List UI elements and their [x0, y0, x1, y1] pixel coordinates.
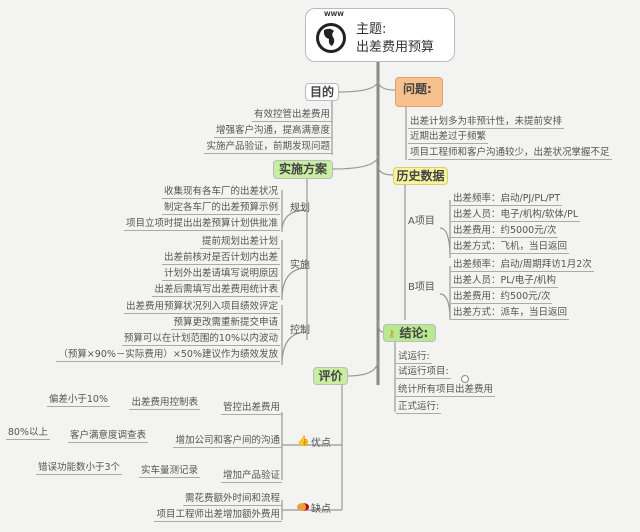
project-label[interactable]: A项目: [408, 216, 435, 227]
conclusion-item[interactable]: 统计所有项目出差费用: [396, 384, 496, 397]
pros-tool[interactable]: 实车量测记录: [138, 465, 200, 478]
history-item[interactable]: 出差费用：约5000元/次: [451, 225, 559, 238]
expand-icon[interactable]: [461, 375, 469, 383]
plan-item[interactable]: 出差前核对是否计划内出差: [161, 252, 280, 265]
pros-item[interactable]: 管控出差费用: [220, 402, 282, 415]
pros-target[interactable]: 80%以上: [5, 427, 50, 440]
globe-icon: [316, 23, 346, 53]
history-item[interactable]: 出差人员：PL/电子/机构: [451, 275, 558, 288]
plan-item[interactable]: 项目立项时提出出差预算计划供批准: [123, 218, 280, 231]
history-item[interactable]: 出差频率：启动/PJ/PL/PT: [451, 193, 563, 206]
key-icon: ⚷: [388, 329, 396, 340]
plan-item[interactable]: 预算可以在计划范围的10%以内波动: [121, 333, 280, 346]
pros-item[interactable]: 增加公司和客户间的沟通: [173, 435, 282, 448]
problems-label: 问题:: [403, 82, 432, 96]
problem-item[interactable]: 出差计划多为非预计性，未提前安排: [408, 116, 565, 129]
pros-item[interactable]: 增加产品验证: [220, 470, 282, 483]
central-logo-text: WWW: [324, 11, 344, 18]
purpose-node[interactable]: 目的: [305, 83, 339, 101]
thumbs-up-icon: 👍: [297, 436, 310, 447]
plan-item[interactable]: 计划外出差请填写说明原因: [161, 268, 280, 281]
plan-item[interactable]: 提前规划出差计划: [199, 236, 280, 249]
cons-item[interactable]: 需花费额外时间和流程: [182, 493, 282, 506]
history-item[interactable]: 出差频率：启动/周期拜访1月2次: [451, 259, 594, 272]
problem-item[interactable]: 项目工程师和客户沟通较少，出差状况掌握不足: [408, 147, 612, 160]
plan-item[interactable]: 出差后需填写出差费用统计表: [152, 284, 280, 297]
purpose-item[interactable]: 有效控管出差费用: [251, 109, 332, 122]
plan-item[interactable]: 出差费用预算状况列入项目绩效评定: [123, 301, 280, 314]
problem-item[interactable]: 近期出差过于频繁: [408, 131, 489, 144]
plan-item[interactable]: 制定各车厂的出差预算示例: [161, 202, 280, 215]
plan-item[interactable]: 收集现有各车厂的出差状况: [161, 186, 280, 199]
central-subtitle: 出差费用预算: [356, 40, 435, 55]
conclusion-item[interactable]: 试运行项目:: [396, 366, 451, 379]
plan-node[interactable]: 实施方案: [273, 160, 333, 179]
history-item[interactable]: 出差方式：飞机，当日返回: [451, 241, 570, 254]
conclusion-label: 结论:: [399, 326, 429, 340]
central-title: 主题:: [356, 22, 387, 37]
pros-target[interactable]: 错误功能数小于3个: [35, 462, 122, 475]
conclusion-item[interactable]: 正式运行:: [396, 401, 442, 414]
plan-group-label[interactable]: 控制: [290, 325, 310, 336]
purpose-item[interactable]: 实施产品验证，前期发现问题: [204, 141, 332, 154]
cons-item[interactable]: 项目工程师出差增加额外费用: [154, 509, 282, 522]
conclusion-item[interactable]: 试运行:: [396, 351, 432, 364]
pros-tool[interactable]: 客户满意度调查表: [67, 430, 148, 443]
problems-node[interactable]: 问题:: [395, 77, 443, 107]
pros-label[interactable]: 优点: [311, 438, 331, 449]
cons-label[interactable]: 缺点: [311, 504, 331, 515]
evaluation-node[interactable]: 评价: [313, 367, 348, 385]
plan-group-label[interactable]: 规划: [290, 203, 310, 214]
thumbs-down-icon: [297, 503, 309, 511]
purpose-item[interactable]: 增强客户沟通，提高满意度: [213, 125, 332, 138]
plan-group-label[interactable]: 实施: [290, 260, 310, 271]
central-topic[interactable]: WWW 主题: 出差费用预算: [305, 8, 455, 62]
conclusion-node[interactable]: ⚷ 结论:: [383, 324, 436, 342]
history-node[interactable]: 历史数据: [393, 167, 448, 185]
plan-item[interactable]: （预算×90%－实际费用）×50%建议作为绩效发放: [56, 349, 280, 362]
pros-tool[interactable]: 出差费用控制表: [129, 397, 200, 410]
pros-target[interactable]: 偏差小于10%: [46, 394, 110, 407]
plan-item[interactable]: 预算更改需重新提交申请: [171, 317, 280, 330]
history-item[interactable]: 出差人员：电子/机构/软体/PL: [451, 209, 581, 222]
history-item[interactable]: 出差方式：派车，当日返回: [451, 307, 570, 320]
project-label[interactable]: B项目: [408, 282, 435, 293]
history-item[interactable]: 出差费用：约500元/次: [451, 291, 553, 304]
